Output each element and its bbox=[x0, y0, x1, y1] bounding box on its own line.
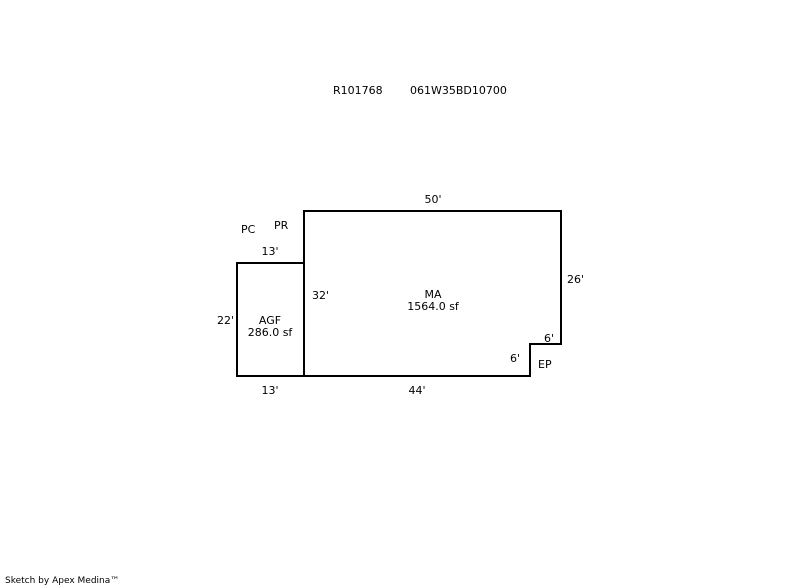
dim-ma-left: 32' bbox=[312, 289, 329, 302]
agf-area-outline bbox=[236, 262, 305, 377]
dim-ma-notch-h: 6' bbox=[544, 332, 554, 345]
map-number: 061W35BD10700 bbox=[410, 84, 507, 97]
dim-ma-notch-v: 6' bbox=[510, 352, 520, 365]
pr-label: PR bbox=[274, 219, 289, 232]
parcel-id: R101768 bbox=[333, 84, 383, 97]
agf-area-size: 286.0 sf bbox=[248, 326, 294, 339]
main-area-size: 1564.0 sf bbox=[407, 300, 460, 313]
main-area-code: MA bbox=[424, 288, 441, 301]
pc-label: PC bbox=[241, 223, 256, 236]
dim-ma-bottom: 44' bbox=[408, 384, 425, 397]
dim-agf-left: 22' bbox=[217, 314, 234, 327]
dim-ma-top: 50' bbox=[424, 193, 441, 206]
dim-agf-top: 13' bbox=[261, 245, 278, 258]
dim-ma-right: 26' bbox=[567, 273, 584, 286]
sketch-credit: Sketch by Apex Medina™ bbox=[5, 576, 119, 586]
agf-area-code: AGF bbox=[259, 314, 281, 327]
ep-label: EP bbox=[538, 358, 552, 371]
dim-agf-bottom: 13' bbox=[261, 384, 278, 397]
